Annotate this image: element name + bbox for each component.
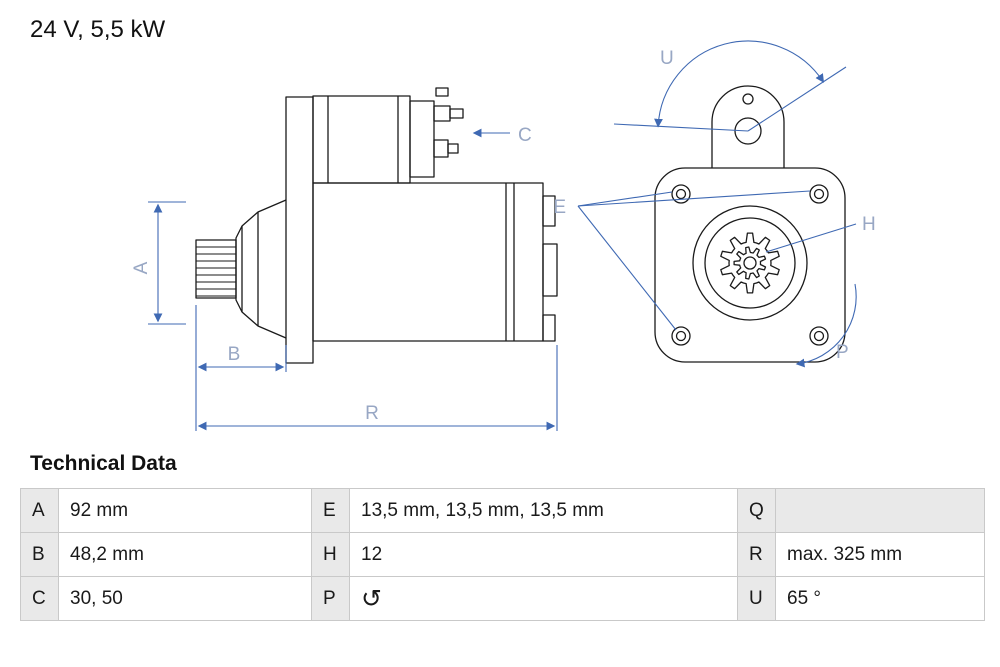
- rotation-direction-icon: ↺: [361, 584, 382, 613]
- spec-key-c: C: [20, 576, 59, 621]
- dim-label-b: B: [228, 344, 241, 365]
- dim-label-h: H: [862, 214, 876, 235]
- starter-motor-drawing: A B R C U E H P: [131, 40, 876, 431]
- spec-value-e: 13,5 mm, 13,5 mm, 13,5 mm: [349, 488, 738, 533]
- table-row: A 92 mm E 13,5 mm, 13,5 mm, 13,5 mm Q: [20, 488, 985, 533]
- spec-key-q: Q: [737, 488, 776, 533]
- spec-value-q: [775, 488, 985, 533]
- table-row: B 48,2 mm H 12 R max. 325 mm: [20, 532, 985, 577]
- dim-label-p: P: [836, 342, 849, 363]
- side-view-outline: [195, 87, 558, 364]
- dim-label-r: R: [365, 403, 379, 424]
- pinion-gear-front: [720, 232, 780, 294]
- spec-key-a: A: [20, 488, 59, 533]
- technical-data-section: Technical Data A 92 mm E 13,5 mm, 13,5 m…: [0, 452, 1000, 621]
- table-row: C 30, 50 P ↺ U 65 °: [20, 576, 985, 621]
- shaft-spline: [733, 246, 767, 280]
- dimension-labels: A B R C U E H P: [131, 48, 876, 424]
- pinion-teeth: [196, 246, 236, 297]
- spec-value-b: 48,2 mm: [58, 532, 312, 577]
- spec-key-p: P: [311, 576, 350, 621]
- page-title: 24 V, 5,5 kW: [30, 16, 166, 43]
- spec-key-b: B: [20, 532, 59, 577]
- spec-value-p: ↺: [349, 576, 738, 621]
- spec-key-h: H: [311, 532, 350, 577]
- dim-label-e: E: [553, 197, 566, 218]
- dim-label-c: C: [518, 125, 532, 146]
- spec-value-u: 65 °: [775, 576, 985, 621]
- spec-value-r: max. 325 mm: [775, 532, 985, 577]
- spec-key-r: R: [737, 532, 776, 577]
- dimension-lines: [148, 40, 857, 431]
- spec-value-h: 12: [349, 532, 738, 577]
- spec-key-e: E: [311, 488, 350, 533]
- spec-key-u: U: [737, 576, 776, 621]
- spec-value-c: 30, 50: [58, 576, 312, 621]
- spec-value-a: 92 mm: [58, 488, 312, 533]
- dim-label-u: U: [660, 48, 674, 69]
- technical-data-table: A 92 mm E 13,5 mm, 13,5 mm, 13,5 mm Q B …: [20, 488, 985, 621]
- technical-data-heading: Technical Data: [30, 452, 177, 475]
- dim-label-a: A: [131, 261, 152, 274]
